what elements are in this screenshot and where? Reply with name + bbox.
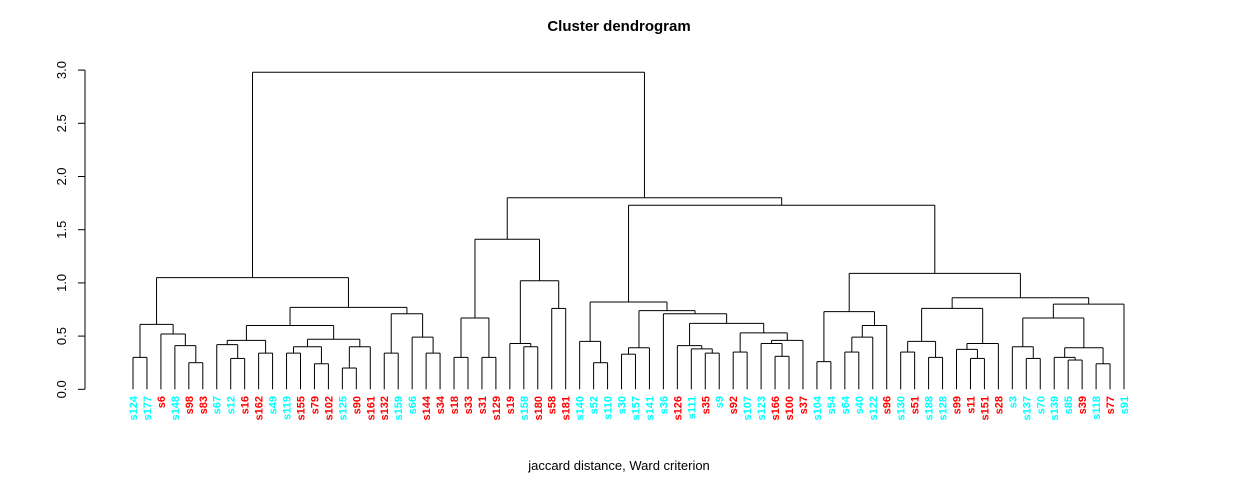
leaf-label-s39: s39 [1077,396,1089,414]
leaf-label-s180: s180 [533,396,545,420]
leaf-label-s52: s52 [589,396,601,414]
leaf-label-s70: s70 [1035,396,1047,414]
leaf-label-s162: s162 [254,396,266,420]
leaf-label-s64: s64 [840,395,852,414]
leaf-label-s11: s11 [965,396,977,414]
leaf-label-s144: s144 [421,395,433,420]
leaf-label-s128: s128 [938,396,950,420]
leaf-label-s54: s54 [826,395,838,414]
leaf-label-s148: s148 [170,396,182,420]
leaf-label-s119: s119 [282,396,294,420]
y-axis-tick-label: 2.5 [54,114,69,132]
x-axis-caption: jaccard distance, Ward criterion [528,458,710,473]
leaf-label-s16: s16 [240,396,252,414]
leaf-label-s58: s58 [547,396,559,414]
leaf-label-s96: s96 [882,396,894,414]
leaf-label-s181: s181 [561,396,573,420]
leaf-label-s110: s110 [603,396,615,420]
leaf-label-s83: s83 [198,396,210,414]
dendrogram-lines [132,71,1125,390]
leaf-label-s111: s111 [686,396,698,419]
leaf-label-s34: s34 [435,395,447,414]
leaf-label-s100: s100 [784,396,796,420]
leaf-label-s19: s19 [505,396,517,414]
leaf-label-s31: s31 [477,396,489,414]
leaf-label-s33: s33 [463,396,475,414]
leaf-label-s161: s161 [365,396,377,420]
leaf-label-s126: s126 [672,396,684,420]
leaf-label-s36: s36 [658,396,670,414]
chart-title: Cluster dendrogram [547,18,691,35]
leaf-label-s159: s159 [393,396,405,420]
y-axis-tick-label: 0.0 [54,380,69,398]
leaf-label-s139: s139 [1049,396,1061,420]
leaf-label-s30: s30 [617,396,629,414]
y-axis-tick-label: 1.0 [54,274,69,292]
leaf-label-s157: s157 [630,396,642,420]
leaf-label-s118: s118 [1091,396,1103,420]
leaf-label-s140: s140 [575,396,587,420]
leaf-label-s28: s28 [993,396,1005,414]
leaf-label-s122: s122 [868,396,880,420]
leaf-label-s107: s107 [742,396,754,420]
y-axis-tick-label: 3.0 [54,61,69,79]
leaf-label-s77: s77 [1105,396,1117,414]
y-axis-tick-label: 1.5 [54,221,69,239]
leaf-label-s35: s35 [700,396,712,414]
y-axis-tick-label: 0.5 [54,327,69,345]
leaf-label-s137: s137 [1021,396,1033,420]
leaf-label-s51: s51 [910,396,922,414]
leaf-label-s37: s37 [798,396,810,414]
leaf-label-s90: s90 [351,396,363,414]
leaf-label-s102: s102 [323,396,335,420]
leaf-label-s79: s79 [309,396,321,414]
leaf-label-s40: s40 [854,396,866,414]
leaf-label-s49: s49 [268,396,280,414]
leaf-label-s18: s18 [449,396,461,414]
leaf-label-s124: s124 [128,395,140,420]
leaf-label-s141: s141 [644,396,656,420]
leaf-label-s92: s92 [728,396,740,414]
leaf-label-s3: s3 [1007,396,1019,408]
leaf-label-s188: s188 [924,396,936,420]
leaf-label-s104: s104 [812,395,824,420]
leaf-label-s9: s9 [714,396,726,408]
leaf-label-s85: s85 [1063,396,1075,414]
leaf-label-s166: s166 [770,396,782,420]
leaf-label-s6: s6 [156,396,168,408]
leaf-label-s91: s91 [1119,396,1131,414]
leaf-label-s151: s151 [979,396,991,420]
leaf-label-s12: s12 [226,396,238,414]
y-axis-tick-label: 2.0 [54,167,69,185]
leaf-label-s155: s155 [295,396,307,420]
leaf-label-s98: s98 [184,396,196,414]
leaf-label-s67: s67 [212,396,224,414]
leaf-label-s130: s130 [896,396,908,420]
leaf-label-s66: s66 [407,396,419,414]
y-axis: 0.0 0.5 1.0 1.5 2.0 2.5 3.0 [54,61,86,398]
leaf-label-s99: s99 [952,396,964,414]
leaf-label-s132: s132 [379,396,391,420]
leaf-label-s123: s123 [756,396,768,420]
leaf-label-s177: s177 [142,396,154,420]
leaf-label-s158: s158 [519,396,531,420]
leaf-label-s129: s129 [491,396,503,420]
leaf-label-s125: s125 [337,396,349,420]
